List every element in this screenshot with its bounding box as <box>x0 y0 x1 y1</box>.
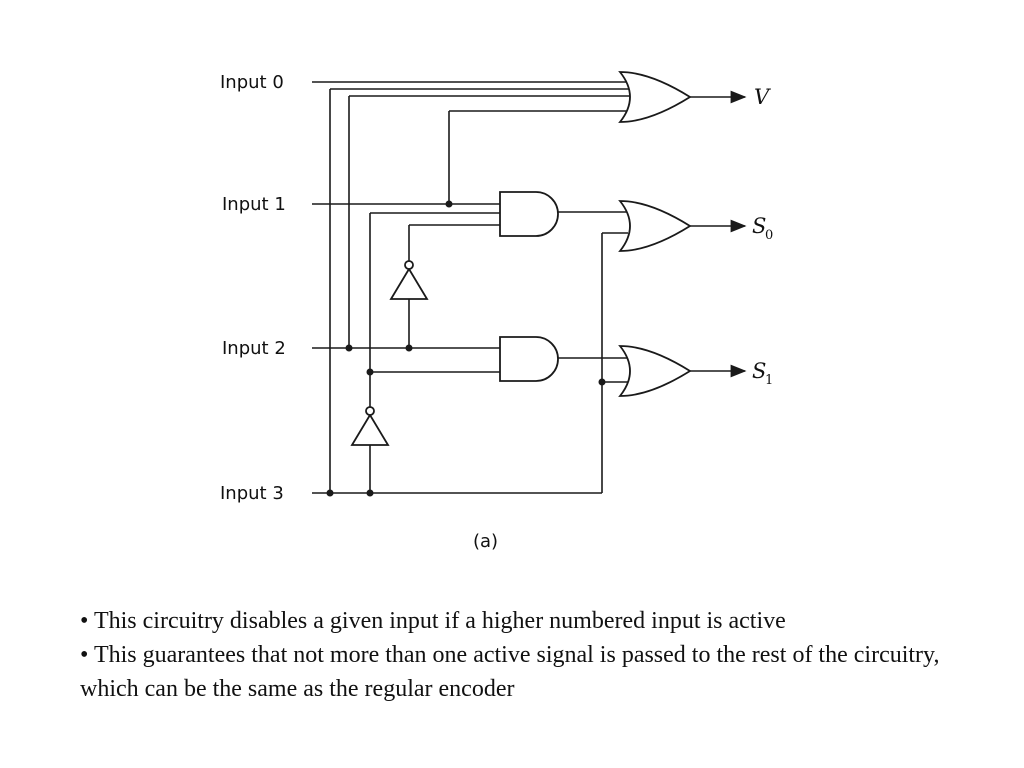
input-0-label: Input 0 <box>220 72 284 93</box>
or-gate-s0 <box>618 200 692 252</box>
and-gate-bottom <box>499 336 559 382</box>
or-gate-s1 <box>618 345 692 397</box>
inverter-bottom <box>350 406 390 446</box>
output-s0-label: S <box>752 214 766 238</box>
note-2: • This guarantees that not more than one… <box>80 642 940 702</box>
input-2-label: Input 2 <box>222 338 286 359</box>
figure-caption: (a) <box>473 531 498 552</box>
and-gate-top <box>499 191 559 237</box>
note-1: • This circuitry disables a given input … <box>80 608 786 634</box>
priority-encoder-circuit-diagram: Input 0 Input 1 Input 2 Input 3 <box>220 71 773 552</box>
junction-dots <box>326 200 606 497</box>
or-gate-v <box>618 71 692 123</box>
input-3-label: Input 3 <box>220 483 284 504</box>
output-s1-label: S <box>752 359 766 383</box>
output-s1-subscript: 1 <box>765 373 773 388</box>
inverter-top <box>389 260 429 300</box>
output-s0-subscript: 0 <box>765 228 773 243</box>
output-v-label: V <box>754 85 771 109</box>
input-1-label: Input 1 <box>222 194 286 215</box>
bullet-notes: • This circuitry disables a given input … <box>80 604 980 706</box>
